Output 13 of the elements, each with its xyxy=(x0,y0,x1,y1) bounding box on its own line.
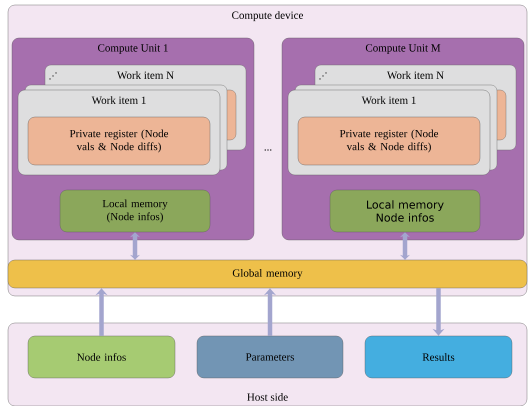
work-item-label: Work item N xyxy=(116,71,174,79)
data-box: Parameters xyxy=(196,336,344,378)
ellipsis: ... xyxy=(264,149,272,151)
data-box: Results xyxy=(364,336,512,378)
register-box: Private register (Node vals & Node diffs) xyxy=(28,116,210,166)
memory-box: Local memory (Node infos) xyxy=(60,190,210,232)
memory-box: Local memory Node infos xyxy=(330,190,480,232)
arrow xyxy=(130,232,140,260)
work-item-label: Work item N xyxy=(386,71,444,79)
memory-bar: Global memory xyxy=(8,260,528,288)
register-box: Private register (Node vals & Node diffs) xyxy=(298,116,480,166)
arrow xyxy=(400,232,410,260)
data-box: Node infos xyxy=(28,336,176,378)
